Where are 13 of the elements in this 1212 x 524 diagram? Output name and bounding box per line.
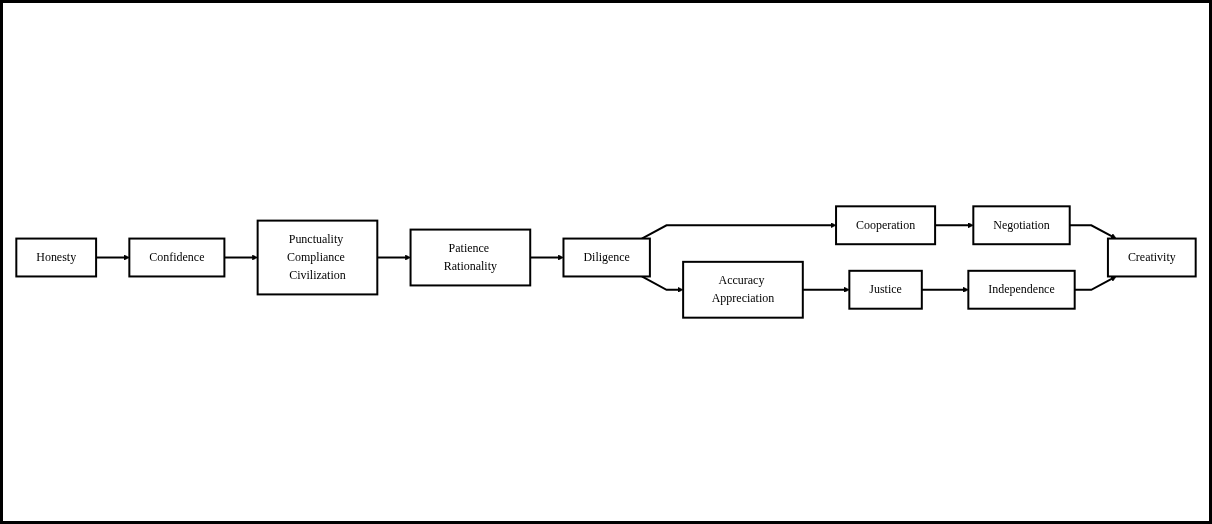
- node-box: Justice: [848, 269, 923, 310]
- arrow: [640, 275, 684, 293]
- node-box: Confidence: [128, 237, 226, 278]
- node-box: Punctuality Compliance Civilization: [256, 219, 379, 296]
- node-box: Patience Rationality: [409, 228, 532, 287]
- node-box: Negotiation: [972, 205, 1071, 246]
- node-box: Cooperation: [835, 205, 937, 246]
- node-box: Diligence: [562, 237, 651, 278]
- node-box: Honesty: [15, 237, 98, 278]
- node-box: Independence: [967, 269, 1076, 310]
- node-box: Creativity: [1106, 237, 1197, 278]
- arrow: [640, 222, 837, 240]
- node-box: Accuracy Appreciation: [682, 260, 804, 319]
